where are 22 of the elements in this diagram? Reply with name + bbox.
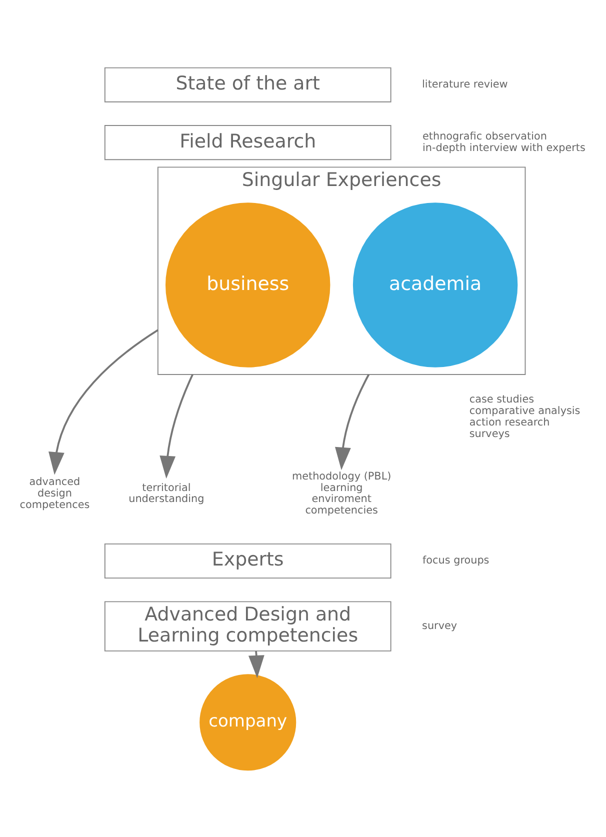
node-label: survey bbox=[422, 619, 458, 632]
node-box: Experts bbox=[104, 542, 392, 578]
node-box: Advanced Design and Learning competencies bbox=[104, 600, 392, 651]
node-box: State of the art bbox=[104, 66, 392, 102]
node-circle: academia bbox=[352, 202, 518, 367]
node-text: advanced design competences bbox=[20, 476, 90, 510]
node-label: case studies bbox=[469, 393, 534, 406]
node-label: in-depth interview with experts bbox=[422, 141, 586, 154]
node-circle: company bbox=[200, 674, 296, 770]
arrow bbox=[160, 374, 194, 478]
node-label: literature review bbox=[422, 78, 508, 90]
node-label: action research bbox=[469, 416, 550, 428]
arrow bbox=[48, 328, 158, 474]
node-circle: business bbox=[166, 202, 330, 367]
node-box: Field Research bbox=[104, 124, 392, 160]
node-label: focus groups bbox=[422, 554, 490, 566]
node-text: methodology (PBL) learning enviroment competencies bbox=[292, 470, 392, 516]
node-label: comparative analysis bbox=[469, 404, 580, 417]
arrow bbox=[335, 374, 370, 470]
node-label: surveys bbox=[469, 427, 510, 440]
node-text: territorial understanding bbox=[128, 481, 204, 505]
node-label: ethnografic observation bbox=[422, 130, 547, 142]
